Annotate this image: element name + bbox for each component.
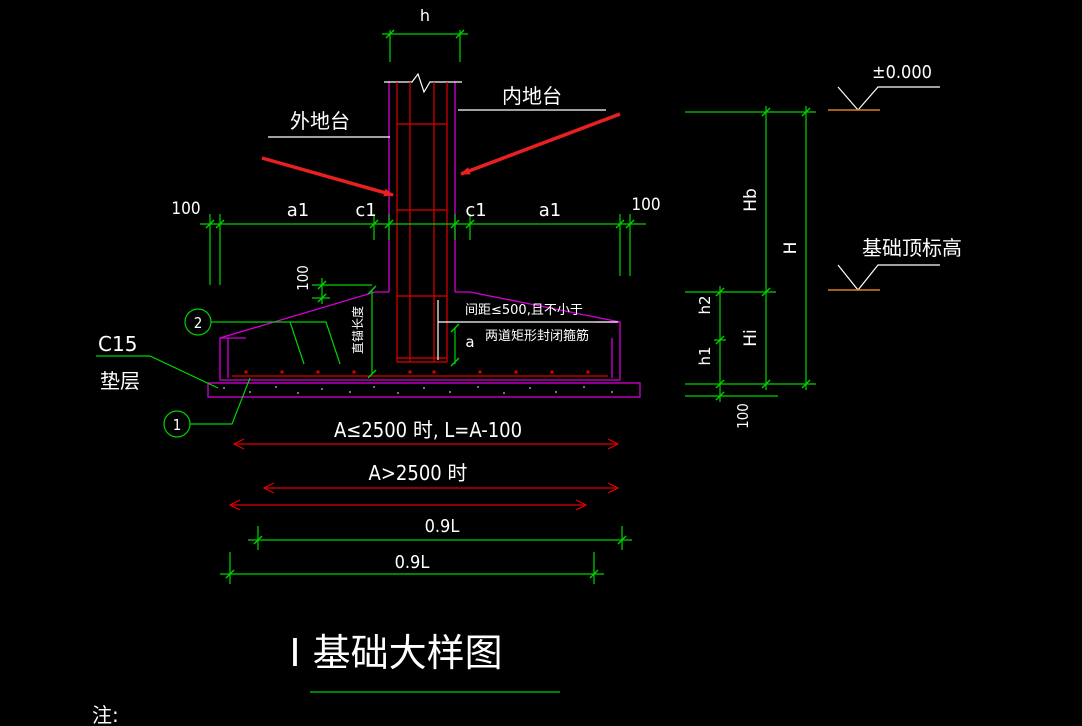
- label-top-elevation: 基础顶标高: [862, 236, 962, 260]
- floor-leaders: [268, 109, 606, 138]
- callout-2-number: 2: [194, 314, 203, 332]
- rule-a-large: A>2500 时: [369, 461, 468, 485]
- dimension-anchor: [367, 285, 377, 379]
- rule-a-small: A≤2500 时, L=A-100: [334, 418, 522, 442]
- elevation-zero-symbol: [828, 86, 940, 111]
- stirrup-note-line-1: 间距≤500,且不小于: [465, 303, 583, 318]
- label-a-small: a: [465, 333, 474, 351]
- dimension-rule-small: [232, 438, 620, 450]
- arrow-left: [261, 156, 394, 197]
- label-c1-right: c1: [465, 200, 486, 221]
- label-c15: C15: [98, 332, 137, 356]
- dimension-h: [382, 29, 468, 62]
- label-09L-lower: 0.9L: [395, 552, 430, 573]
- label-Hi: Hi: [741, 329, 761, 347]
- label-hb: Hb: [741, 188, 761, 212]
- arrow-right: [460, 112, 621, 176]
- elevation-top-symbol: [828, 264, 940, 291]
- dimension-100-vertical: [312, 278, 372, 304]
- label-09L-upper: 0.9L: [425, 516, 460, 537]
- label-h1: h1: [696, 346, 714, 365]
- label-inner-floor: 内地台: [502, 84, 562, 108]
- label-100-bottom-right: 100: [734, 403, 752, 429]
- dimension-rule-large: [228, 482, 620, 511]
- callout-1-number: 1: [173, 416, 182, 434]
- annotation-arrows: [261, 112, 621, 197]
- label-H: H: [781, 242, 801, 255]
- cushion-layer: [207, 382, 641, 398]
- column: [384, 72, 462, 292]
- label-h: h: [420, 6, 430, 25]
- label-cushion: 垫层: [100, 369, 140, 393]
- dimension-chain-top: [200, 214, 646, 285]
- stirrup-note-line-2: 两道矩形封闭箍筋: [485, 328, 589, 344]
- dimension-09L: [220, 526, 632, 584]
- label-100-left: 100: [171, 199, 200, 219]
- label-h2: h2: [696, 295, 714, 314]
- stirrup-note-leader: [437, 300, 618, 360]
- label-straight-anchor: 直锚长度: [350, 306, 365, 354]
- dimension-a-small: [450, 323, 460, 367]
- callout-c15: [96, 355, 219, 389]
- drawing-title: I 基础大样图: [289, 631, 502, 675]
- label-c1-left: c1: [355, 200, 376, 221]
- elevation-dimension-lines: [685, 106, 816, 402]
- column-rebar: [396, 82, 448, 363]
- column-break-line: [384, 72, 462, 94]
- callout-1: [163, 377, 251, 438]
- label-outer-floor: 外地台: [290, 109, 350, 133]
- label-a1-left: a1: [287, 200, 309, 221]
- label-100-right: 100: [631, 195, 660, 215]
- label-100-vertical: 100: [294, 265, 312, 291]
- bottom-rebar: [232, 370, 608, 377]
- callout-2: [184, 308, 341, 365]
- note-label: 注:: [92, 703, 119, 726]
- label-a1-right: a1: [539, 200, 561, 221]
- label-elevation-zero: ±0.000: [872, 62, 932, 83]
